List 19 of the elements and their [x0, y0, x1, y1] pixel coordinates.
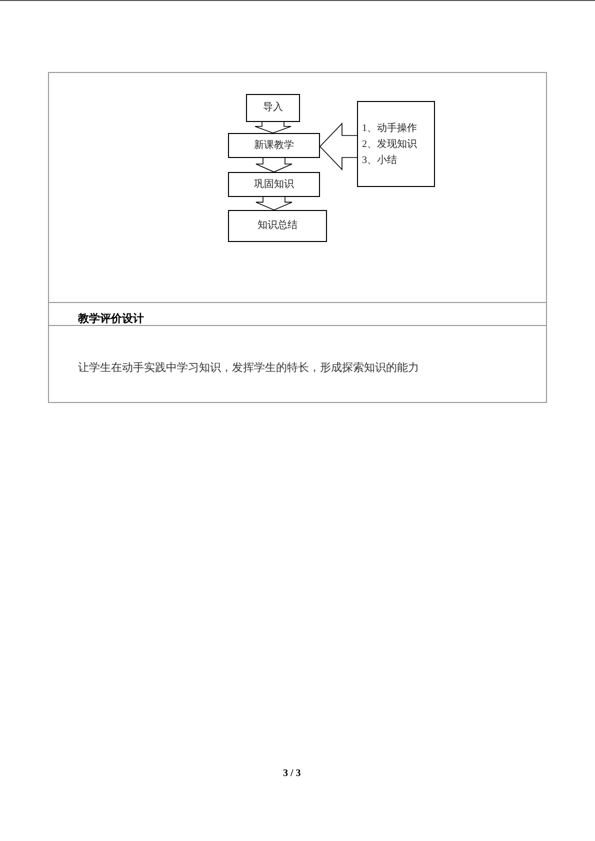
block-arrow: [254, 122, 292, 134]
process-box: [228, 133, 320, 158]
block-arrow: [319, 122, 358, 170]
node-text: 新课教学: [254, 138, 294, 152]
process-box: [228, 172, 320, 197]
section-heading: 教学评价设计: [78, 311, 144, 326]
block-arrow: [256, 196, 292, 210]
callout-box: [357, 101, 435, 187]
process-box: [228, 210, 327, 242]
process-box: [246, 94, 300, 122]
page-number: 3 / 3: [283, 768, 301, 779]
node-text: 导入: [263, 100, 283, 115]
node-text: 知识总结: [258, 218, 298, 233]
node-text: 2、发现知识: [362, 138, 417, 152]
node-text: 巩固知识: [254, 178, 294, 192]
block-arrow: [256, 158, 292, 172]
body-paragraph: 让学生在动手实践中学习知识，发挥学生的特长，形成探索知识的能力: [78, 360, 419, 375]
node-text: 3、小结: [362, 154, 397, 168]
node-text: 1、动手操作: [362, 122, 417, 136]
